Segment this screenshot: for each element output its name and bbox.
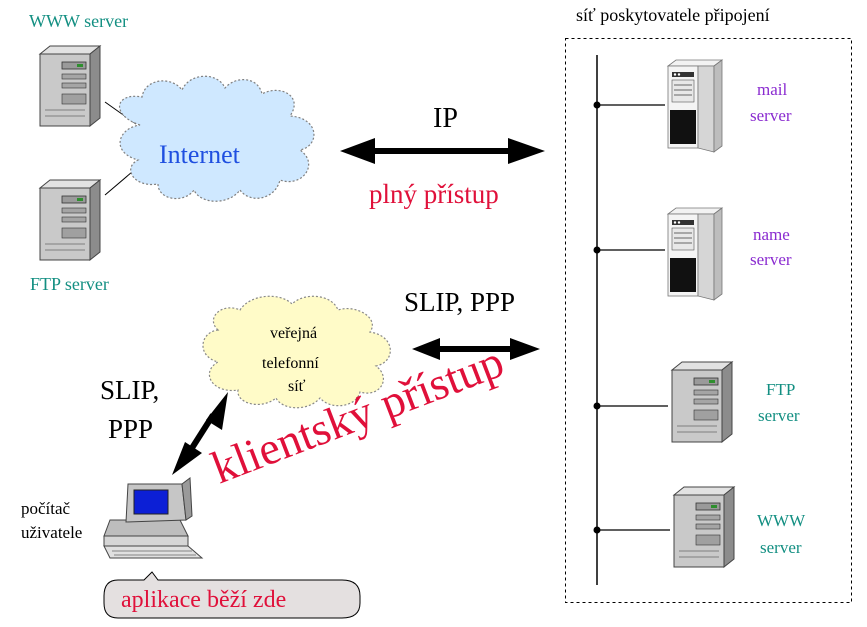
provider-network-title: síť poskytovatele připojení — [576, 5, 770, 25]
user-computer-label-line2: uživatele — [21, 523, 83, 542]
name-server-label-line2: server — [750, 250, 792, 269]
callout-bubble-icon — [103, 571, 361, 619]
phone-network-label-line3: síť — [288, 378, 306, 395]
ip-protocol-label: IP — [433, 103, 458, 134]
provider-ftp-label-line1: FTP — [766, 380, 796, 399]
ftp-server-label: FTP server — [30, 274, 109, 294]
provider-www-server-icon — [673, 486, 735, 568]
ftp-server-icon — [39, 179, 101, 261]
user-computer-label-line1: počítač — [21, 499, 71, 518]
full-access-label: plný přístup — [369, 179, 499, 209]
www-server-label: WWW server — [29, 11, 129, 31]
www-server-icon — [39, 45, 101, 127]
provider-network-boundary — [565, 38, 852, 603]
mail-server-label-line1: mail — [757, 80, 788, 99]
provider-www-label-line2: server — [760, 538, 802, 557]
backbone-taps — [593, 101, 670, 534]
phone-network-label-line2: telefonní — [262, 355, 319, 372]
provider-www-label-line1: WWW — [757, 511, 806, 530]
mail-server-label-line2: server — [750, 106, 792, 125]
provider-ftp-server-icon — [671, 361, 733, 443]
internet-label: Internet — [159, 140, 240, 169]
phone-network-cloud-icon — [202, 295, 391, 409]
phone-network-label-line1: veřejná — [270, 325, 318, 342]
provider-protocol-label: SLIP, PPP — [404, 287, 516, 317]
ip-link-arrow — [340, 138, 545, 164]
internet-cloud-icon — [119, 75, 315, 202]
ftp-link-line — [104, 171, 133, 196]
provider-ftp-label-line2: server — [758, 406, 800, 425]
mail-server-icon — [667, 59, 723, 153]
client-protocol-label-line1: SLIP, — [100, 375, 160, 405]
user-phone-link-arrow — [172, 392, 228, 475]
name-server-icon — [667, 207, 723, 301]
slip-ppp-link-arrow — [412, 338, 540, 360]
user-computer-icon — [103, 477, 204, 559]
client-protocol-label-line2: PPP — [108, 414, 154, 444]
name-server-label-line1: name — [753, 225, 790, 244]
callout-label: aplikace běží zde — [121, 587, 287, 613]
